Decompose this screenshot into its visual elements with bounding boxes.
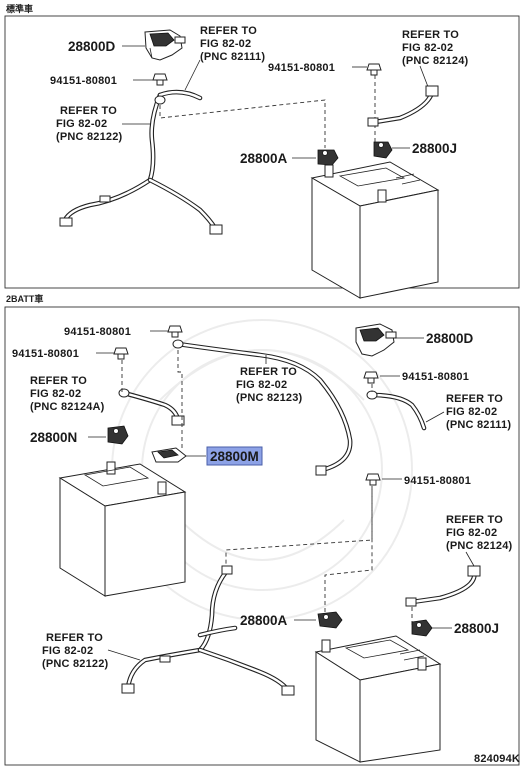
- ref-82124-top: REFER TO FIG 82-02 (PNC 82124): [402, 29, 469, 67]
- label-28800a-bottom: 28800A: [240, 613, 288, 628]
- ref-82123: REFER TO FIG 82-02 (PNC 82123): [236, 366, 303, 404]
- part-28800d-cover: [144, 29, 186, 61]
- label-bolt-left-top: 94151-80801: [50, 75, 117, 87]
- battery-top: [310, 161, 440, 299]
- battery-cable-82124a: [118, 388, 185, 426]
- label-28800n: 28800N: [30, 430, 77, 445]
- label-28800d-top: 28800D: [68, 39, 116, 54]
- figure-id: 824094K: [474, 753, 520, 765]
- section-title-standard: 標準車: [6, 3, 33, 14]
- dashed-guide-bottom-a: [177, 350, 183, 450]
- bolt-icon: [366, 63, 382, 76]
- label-28800a-top: 28800A: [240, 151, 288, 166]
- leader-ref-82111-bottom: [425, 411, 445, 423]
- battery-cable-82122: [59, 89, 223, 235]
- label-28800d-bottom: 28800D: [426, 331, 474, 346]
- label-bolt-b: 94151-80801: [12, 348, 79, 360]
- terminal-clamp-28800n: [107, 425, 129, 445]
- section-frame-2batt: [4, 306, 520, 766]
- label-28800j-top: 28800J: [412, 141, 457, 156]
- battery-bottom-left: [58, 461, 187, 597]
- leader-ref-82122-bottom: [107, 649, 141, 661]
- bolt-icon: [365, 473, 381, 486]
- battery-cable-82124: [367, 85, 439, 127]
- battery-bottom-right: [314, 635, 442, 763]
- label-28800j-bottom: 28800J: [454, 621, 499, 636]
- terminal-clamp-28800a-bottom: [317, 611, 343, 629]
- dashed-guide-bottom-f: [324, 486, 373, 612]
- dashed-guide-bottom-d: [225, 486, 373, 570]
- leader-ref-82111-top: [184, 59, 201, 91]
- section-frame-standard: [4, 15, 520, 289]
- label-bolt-right-top: 94151-80801: [268, 62, 335, 74]
- ref-82124a: REFER TO FIG 82-02 (PNC 82124A): [30, 375, 105, 413]
- battery-cable-82123: [172, 339, 353, 476]
- terminal-clamp-28800j-bottom: [411, 619, 433, 637]
- watermark: [111, 319, 413, 621]
- bolt-icon: [363, 371, 379, 384]
- label-bolt-a: 94151-80801: [64, 326, 131, 338]
- label-28800m: 28800M: [210, 449, 259, 464]
- highlight-28800m: [206, 446, 263, 466]
- label-bolt-c: 94151-80801: [402, 371, 469, 383]
- bolt-icon: [113, 347, 129, 360]
- part-28800d-cover-bottom: [355, 323, 397, 357]
- fuse-block-28800m: [151, 447, 187, 463]
- bolt-icon: [167, 325, 183, 338]
- terminal-clamp-28800j: [373, 141, 393, 159]
- battery-cable-82122-bottom: [121, 565, 295, 696]
- leader-ref-82124-bottom: [465, 551, 475, 567]
- label-bolt-d: 94151-80801: [404, 475, 471, 487]
- ref-82111-top: REFER TO FIG 82-02 (PNC 82111): [200, 25, 265, 63]
- ref-82122-bottom: REFER TO FIG 82-02 (PNC 82122): [42, 632, 109, 670]
- battery-cable-82124-bottom: [405, 565, 481, 607]
- terminal-clamp-28800a: [317, 149, 339, 166]
- ref-82111-bottom: REFER TO FIG 82-02 (PNC 82111): [446, 393, 511, 431]
- dashed-guide-top-left: [159, 99, 326, 148]
- ref-82124-bottom: REFER TO FIG 82-02 (PNC 82124): [446, 514, 513, 552]
- battery-cable-82111: [366, 390, 427, 431]
- section-title-2batt: 2BATT車: [6, 293, 43, 304]
- bolt-icon: [152, 73, 168, 86]
- ref-82122-top: REFER TO FIG 82-02 (PNC 82122): [56, 105, 123, 143]
